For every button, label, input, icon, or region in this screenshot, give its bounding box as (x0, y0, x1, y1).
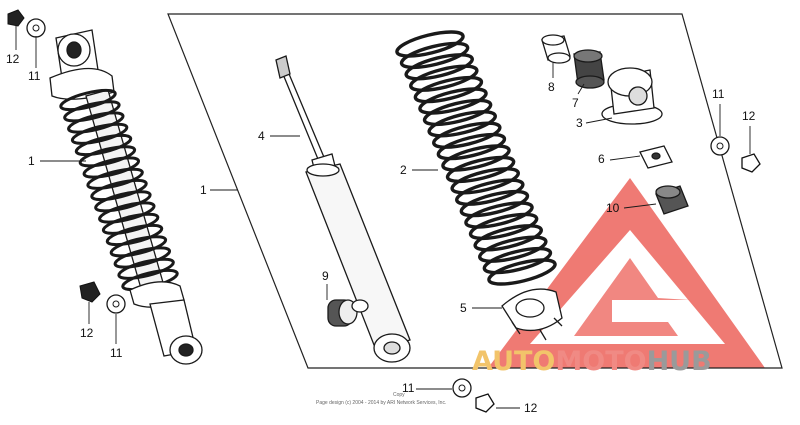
callout-c1a: 1 (28, 154, 35, 168)
spring-coil (78, 145, 137, 168)
spring-coil (468, 212, 539, 241)
rubber-bushing-7 (573, 49, 605, 89)
spring-coil (422, 98, 493, 127)
spring-coil (67, 111, 125, 134)
footer-line1: Copy (393, 392, 405, 398)
spring-coil (450, 167, 520, 195)
spring-coil (445, 155, 516, 184)
spring-coil (395, 30, 465, 58)
spring-coil (413, 75, 484, 104)
callout-c11c: 11 (712, 87, 725, 101)
leader-line (609, 155, 641, 161)
callout-c12c: 12 (742, 109, 756, 123)
collar-8 (541, 34, 571, 64)
damper-rod (275, 55, 411, 363)
spring-coil (427, 110, 497, 138)
callout-c5: 5 (460, 301, 467, 315)
watermark-auto: AUTO (472, 346, 555, 377)
spring-coil (109, 235, 168, 258)
exploded-view-frame (167, 13, 783, 369)
spring-coil (432, 121, 502, 149)
leader-line (577, 83, 585, 95)
spring-coil (105, 223, 164, 247)
watermark-text: AUTOMOTOHUB (472, 346, 712, 377)
washer-11c (710, 136, 730, 156)
callout-c12a: 12 (6, 52, 20, 66)
leader-line (585, 117, 613, 124)
spring-coil (86, 167, 144, 190)
watermark-moto: MOTO (555, 346, 646, 377)
callout-c12b: 12 (80, 326, 94, 340)
leader-line (623, 203, 657, 209)
spring-coil (455, 178, 525, 206)
plate-6 (639, 145, 673, 169)
spring-coil (74, 133, 133, 157)
shock-spring (395, 30, 557, 286)
callout-c7: 7 (572, 96, 579, 110)
bushing-9 (327, 299, 369, 327)
callout-c3: 3 (576, 116, 583, 130)
spring-coil (59, 88, 117, 112)
spring-coil (90, 178, 148, 202)
watermark-hub: HUB (647, 346, 712, 377)
spring-coil (113, 246, 172, 269)
spring-coil (404, 53, 474, 81)
footer-copyright: Page design (c) 2004 - 2014 by ARI Netwo… (316, 400, 446, 406)
spring-coil (409, 64, 479, 92)
washer-11a (26, 18, 46, 38)
leader-lines (15, 26, 751, 409)
spring-seat-5 (501, 288, 563, 341)
nut-12a (7, 9, 25, 27)
spring-coil (101, 212, 160, 235)
watermark-logo (488, 178, 765, 368)
callout-c9: 9 (322, 269, 329, 283)
nut-12d (475, 393, 495, 413)
nut-12b (79, 281, 101, 303)
spring-coil (441, 144, 511, 172)
callout-c4: 4 (258, 129, 265, 143)
spring-coil (399, 41, 470, 70)
callout-c11a: 11 (28, 69, 41, 83)
spring-coil (473, 224, 543, 252)
spring-coil (98, 201, 156, 224)
cap-10 (655, 185, 689, 215)
spring-coil (478, 235, 548, 263)
upper-mount-3 (601, 67, 663, 125)
spring-coil (418, 87, 488, 115)
spring-coil (117, 257, 175, 280)
callout-c11d: 11 (402, 381, 415, 395)
spring-coil (63, 100, 121, 123)
callout-c12d: 12 (524, 401, 538, 415)
nut-12c (741, 153, 761, 173)
spring-coil (464, 201, 534, 229)
spring-coil (436, 132, 507, 161)
spring-coil (487, 258, 557, 286)
spring-coil (70, 122, 129, 145)
assembled-shock-absorber (49, 29, 203, 365)
spring-coil (82, 156, 141, 179)
callout-c11b: 11 (110, 346, 123, 360)
callout-c1b: 1 (200, 183, 207, 197)
washer-11b (106, 294, 126, 314)
callout-c2: 2 (400, 163, 407, 177)
callout-c8: 8 (548, 80, 555, 94)
callout-c6: 6 (598, 152, 605, 166)
callout-c10: 10 (606, 201, 620, 215)
washer-11d (452, 378, 472, 398)
spring-coil (459, 189, 530, 218)
spring-coil (482, 246, 553, 275)
spring-coil (94, 190, 152, 213)
